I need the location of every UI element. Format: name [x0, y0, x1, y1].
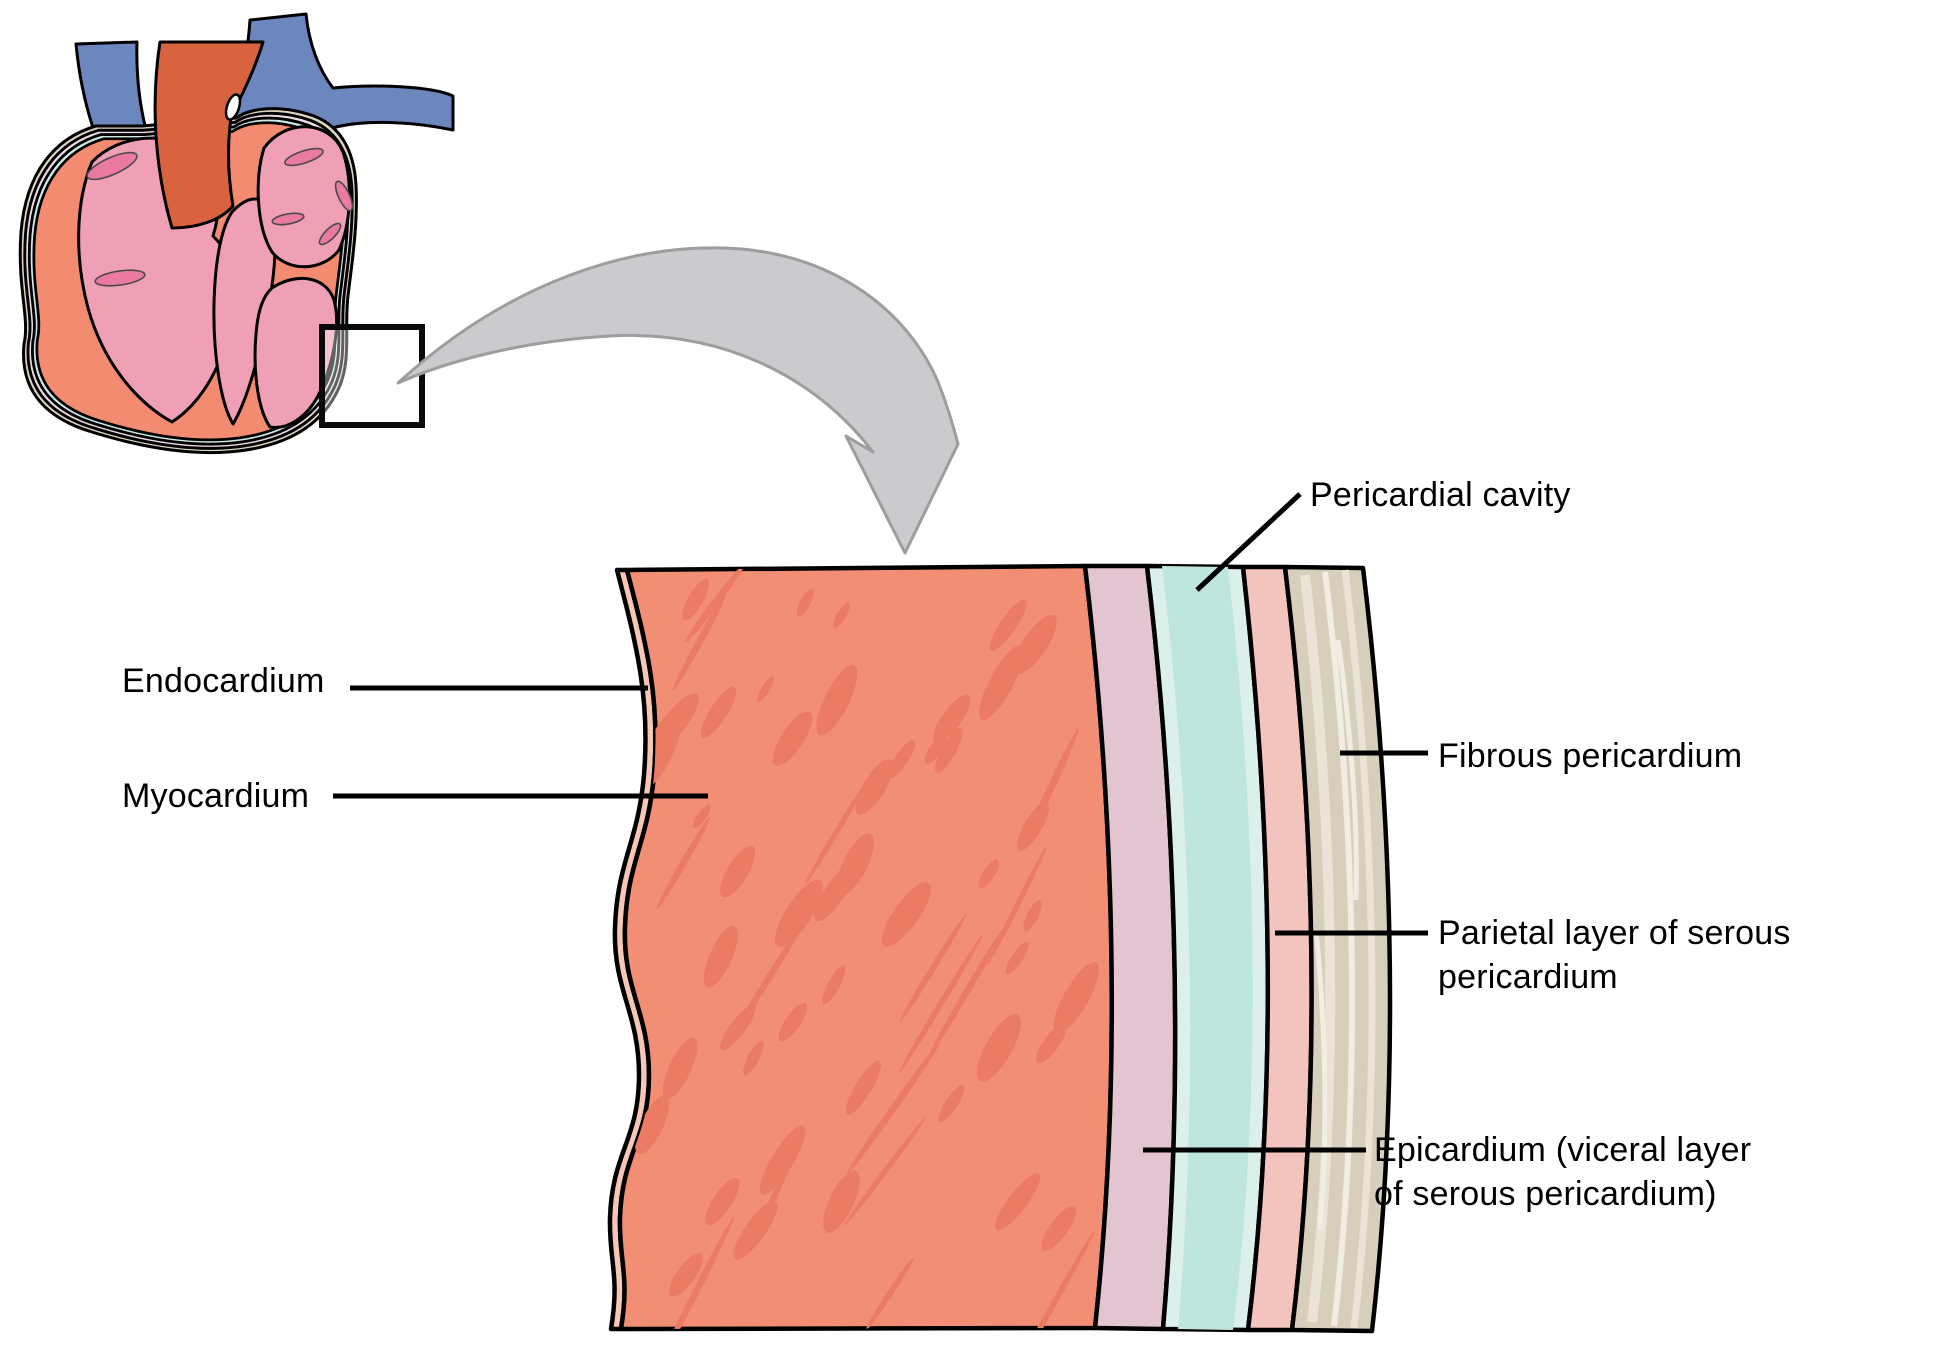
muscle-fiber-spot	[846, 1043, 940, 1175]
aorta	[153, 40, 265, 230]
muscle-fiber-spot	[887, 740, 916, 779]
muscle-fiber-spot	[635, 1095, 670, 1155]
muscle-fiber-spot	[757, 676, 774, 702]
muscle-fiber-spot	[836, 833, 874, 896]
muscle-fiber-spot	[899, 913, 967, 1022]
valve-marks	[86, 147, 354, 287]
leader-lines	[333, 492, 1428, 1153]
muscle-fiber-spot	[899, 934, 983, 1073]
muscle-fiber-spot	[933, 694, 971, 743]
muscle-fiber-spot	[804, 786, 864, 885]
muscle-fiber-spot	[1041, 1205, 1077, 1251]
muscle-fiber-spot	[1053, 962, 1099, 1034]
heart-cross-section	[18, 12, 455, 455]
muscle-fiber-spot	[855, 759, 894, 815]
label-myocardium: Myocardium	[122, 777, 310, 815]
muscle-fiber-spot	[747, 1129, 806, 1254]
muscle-fiber-spot	[823, 1170, 860, 1233]
muscle-fiber-spot	[822, 965, 846, 1005]
magnifier-arrow	[396, 246, 960, 555]
muscle-fiber-spot	[703, 926, 738, 988]
muscle-fiber-spot	[989, 599, 1027, 652]
muscle-fiber-spot	[759, 1125, 806, 1195]
muscle-fiber-spot	[935, 727, 963, 773]
muscle-fiber-spot	[1022, 728, 1079, 850]
muscle-fiber-spot	[866, 1257, 914, 1329]
muscle-fiber-spot	[663, 1216, 735, 1329]
muscle-fiber-spot	[682, 578, 710, 621]
muscle-fiber-spot	[692, 804, 711, 829]
muscle-fiber-spot	[796, 588, 814, 617]
muscle-fiber-spot	[772, 711, 813, 766]
label-pericardial-cavity: Pericardial cavity	[1310, 476, 1571, 514]
muscle-fiber-spot	[979, 644, 1024, 721]
leader-pericardial-cavity	[1195, 492, 1302, 592]
muscle-fiber-spot	[833, 602, 850, 629]
muscle-fiber-spot	[816, 664, 858, 736]
muscle-fiber-spot	[662, 1037, 698, 1100]
muscle-fiber-spot	[929, 925, 1006, 1056]
label-endocardium: Endocardium	[122, 662, 325, 700]
muscle-fiber-spot	[1017, 1230, 1095, 1329]
muscle-fiber-spot	[668, 1253, 703, 1297]
muscle-fiber-spot	[672, 594, 726, 691]
muscle-fiber-spot	[976, 1014, 1021, 1082]
right-ventricle-chamber	[253, 276, 339, 429]
muscle-fiber-spot	[938, 1085, 965, 1123]
pericardial-cavity-fluid	[1162, 566, 1253, 1330]
label-epicardium: Epicardium (viceral layer of serous peri…	[1374, 1131, 1752, 1213]
muscle-fiber-spot	[881, 882, 932, 947]
muscle-fiber-spot	[987, 846, 1047, 965]
muscle-fiber-spot	[1036, 1024, 1066, 1063]
muscle-fiber-spot	[1005, 941, 1029, 974]
muscle-fiber-spot	[700, 686, 737, 738]
vessel-gap	[224, 93, 242, 121]
muscle-fiber-spot	[778, 1002, 808, 1042]
zoom-box-highlight	[325, 330, 419, 422]
muscle-fiber-spot	[844, 1117, 926, 1226]
muscle-fiber-spot	[1012, 615, 1057, 674]
muscle-fiber-spot	[705, 1177, 740, 1226]
wall-panel	[607, 563, 1393, 1334]
muscle-fiber-spot	[719, 845, 756, 898]
muscle-fiber-spot	[995, 1173, 1041, 1231]
zoom-box	[319, 324, 425, 428]
muscle-fiber-spot	[924, 733, 947, 765]
muscle-fiber-spot	[1023, 899, 1042, 932]
muscle-fiber-spot	[743, 1040, 764, 1076]
muscle-fiber-spot	[774, 879, 824, 948]
label-parietal-layer: Parietal layer of serous pericardium	[1438, 914, 1791, 996]
myocardium-layer	[617, 563, 1115, 1332]
muscle-fiber-spot	[845, 1060, 882, 1115]
muscle-fiber-spot	[685, 566, 746, 642]
muscle-fiber-spot	[733, 918, 806, 1035]
myocardium-fiber-texture	[635, 566, 1099, 1329]
label-fibrous-pericardium: Fibrous pericardium	[1438, 737, 1743, 775]
muscle-fiber-spot	[978, 859, 1000, 889]
right-atrium-chamber	[256, 125, 351, 269]
muscle-fiber-spot	[656, 817, 711, 910]
